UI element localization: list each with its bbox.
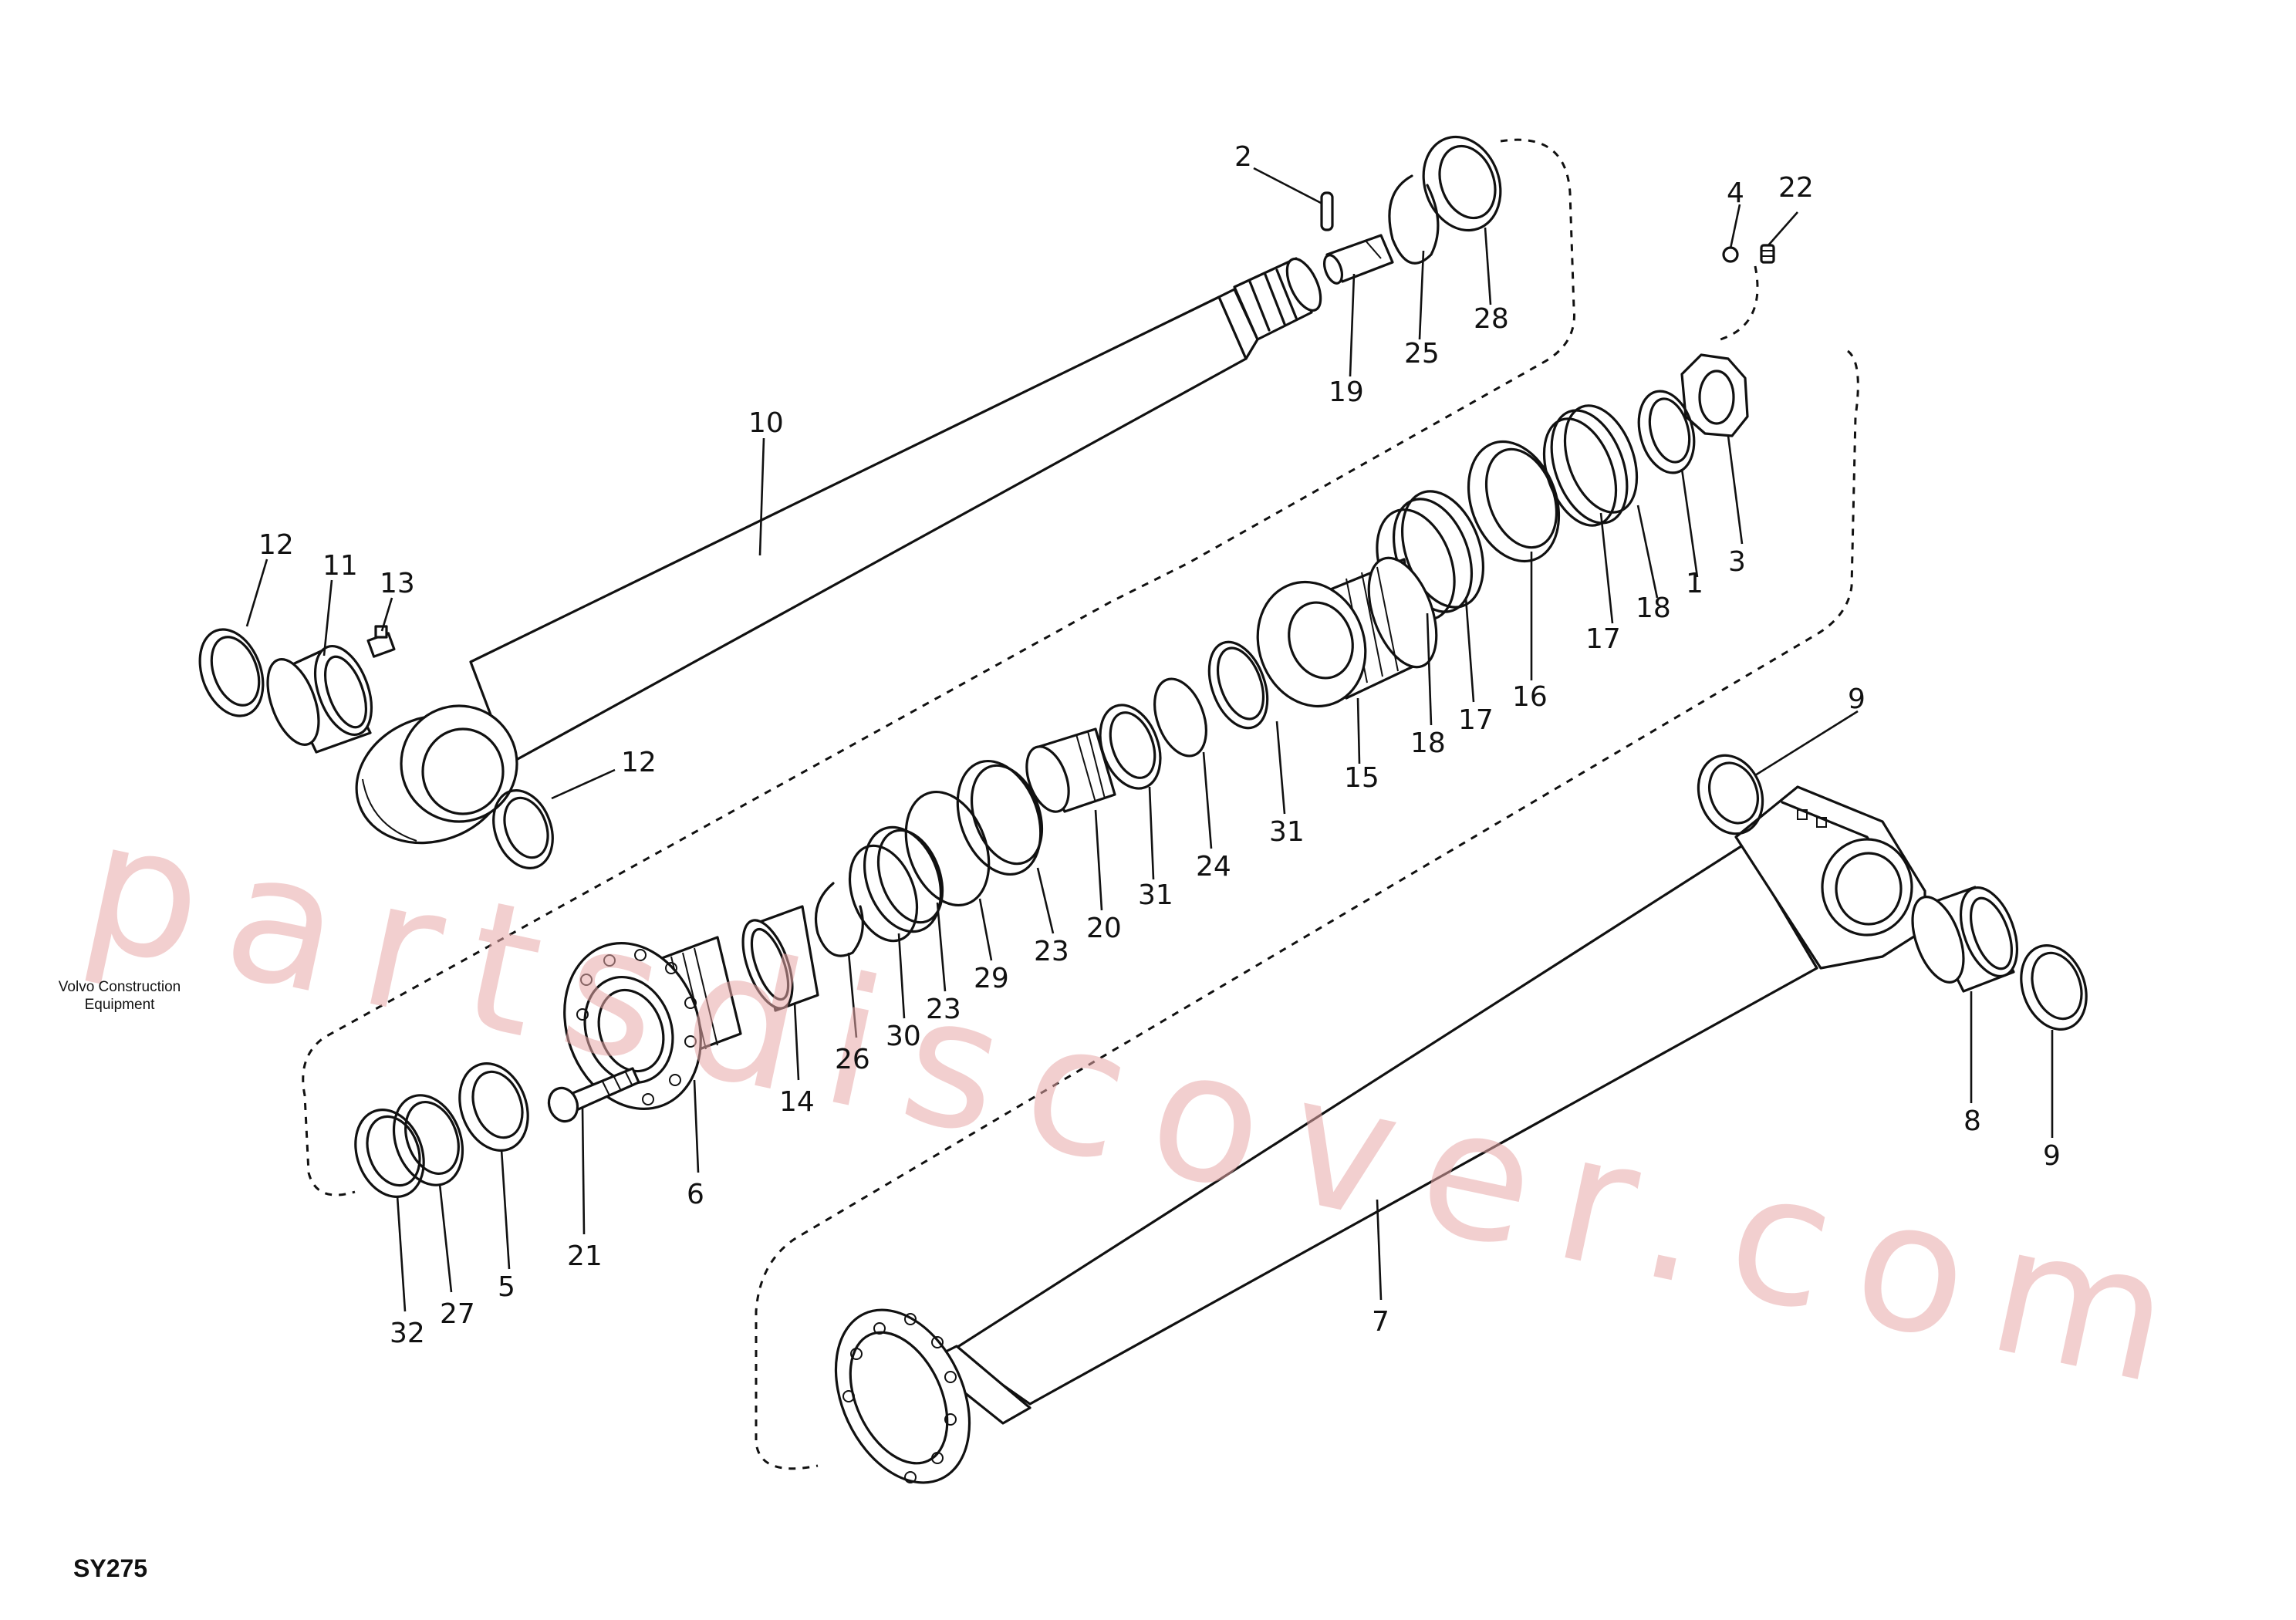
callout-5: 5 xyxy=(498,1271,515,1303)
set-screw xyxy=(1760,244,1775,264)
callout-17-upper: 17 xyxy=(1585,623,1621,655)
grease-nipple xyxy=(366,625,396,658)
callout-20: 20 xyxy=(1086,913,1122,944)
callout-15: 15 xyxy=(1344,762,1379,794)
dust-seal-right xyxy=(492,789,554,869)
assembly-guide-line-4-22 xyxy=(1720,265,1759,341)
callout-10: 10 xyxy=(748,407,784,439)
callout-18-upper: 18 xyxy=(1636,592,1671,624)
assembly-guide-line-upper xyxy=(302,138,1575,1196)
steel-ball xyxy=(1722,246,1739,263)
callout-12-lower: 12 xyxy=(621,747,657,778)
company-line-1: Volvo Construction xyxy=(58,979,181,995)
callout-31-lower: 31 xyxy=(1138,879,1173,911)
callout-2: 2 xyxy=(1234,141,1252,173)
callout-28: 28 xyxy=(1474,303,1509,335)
ring-30 xyxy=(848,844,919,943)
cylinder-tube xyxy=(834,785,1926,1484)
dust-seal-left xyxy=(198,628,265,717)
ring-23-lower xyxy=(863,825,944,933)
piston-nut xyxy=(1680,353,1749,437)
callout-23-lower: 23 xyxy=(926,994,961,1025)
callout-8: 8 xyxy=(1963,1105,1981,1137)
callout-19: 19 xyxy=(1329,376,1364,408)
callout-26: 26 xyxy=(835,1044,870,1075)
piston-seal xyxy=(1467,440,1561,563)
stopper xyxy=(1322,234,1394,285)
callout-23-upper: 23 xyxy=(1034,936,1069,967)
callout-4: 4 xyxy=(1727,177,1744,209)
callout-11: 11 xyxy=(322,550,358,582)
callout-9-upper: 9 xyxy=(1848,683,1866,715)
snap-ring-26 xyxy=(814,882,864,957)
callout-22: 22 xyxy=(1778,172,1814,204)
rod-eye-bushing xyxy=(266,644,373,754)
callout-3: 3 xyxy=(1728,546,1746,578)
callout-29: 29 xyxy=(974,963,1009,994)
callout-14: 14 xyxy=(779,1086,815,1118)
ring-29 xyxy=(904,790,991,907)
assembly-guide-line-lower xyxy=(755,349,1859,1470)
spring-pin xyxy=(1320,191,1334,231)
ring-24 xyxy=(1153,677,1207,758)
piston xyxy=(1256,556,1438,708)
cylinder-head xyxy=(563,936,742,1110)
callout-12-upper: 12 xyxy=(258,529,294,561)
company-line-2: Equipment xyxy=(84,997,155,1013)
callout-18-lower: 18 xyxy=(1410,727,1446,759)
callout-31-upper: 31 xyxy=(1269,816,1305,848)
ring-23-upper xyxy=(956,759,1044,876)
rod-bushing xyxy=(741,905,819,1012)
rod-end-seal xyxy=(1422,135,1502,232)
backup-ring-upper xyxy=(1563,404,1639,514)
socket-bolt xyxy=(547,1067,640,1123)
callout-16: 16 xyxy=(1512,681,1548,713)
callout-6: 6 xyxy=(687,1179,704,1210)
callout-13: 13 xyxy=(380,568,415,599)
wear-ring-upper xyxy=(1542,409,1629,527)
bottom-dust-seal-lower xyxy=(2020,944,2088,1031)
piston-rod xyxy=(355,257,1322,845)
bottom-dust-seal-upper xyxy=(1697,754,1764,835)
company-name: Volvo Construction Equipment xyxy=(42,978,197,1014)
callout-25: 25 xyxy=(1404,338,1440,370)
piston-ring-1 xyxy=(1637,390,1696,474)
diagram-code: SY275 xyxy=(73,1554,148,1582)
callout-32: 32 xyxy=(390,1318,425,1349)
bottom-bushing xyxy=(1911,886,2019,993)
callout-24: 24 xyxy=(1196,851,1231,883)
snap-ring-upper xyxy=(1388,174,1440,265)
ring-31-upper xyxy=(1207,640,1269,730)
callout-30: 30 xyxy=(886,1021,921,1052)
callout-17-lower: 17 xyxy=(1458,704,1494,736)
seal-27 xyxy=(392,1094,464,1186)
callout-7: 7 xyxy=(1372,1306,1389,1338)
leader-lines xyxy=(245,167,2054,1312)
cushion-ring xyxy=(1025,727,1116,813)
callout-27: 27 xyxy=(440,1298,475,1330)
callout-9-lower: 9 xyxy=(2043,1140,2061,1172)
callout-labels: 2 19 25 28 4 22 3 1 18 17 16 17 18 15 31… xyxy=(258,141,2061,1349)
callout-21: 21 xyxy=(567,1240,603,1272)
seal-5 xyxy=(458,1062,529,1152)
callout-1: 1 xyxy=(1686,568,1703,599)
seal-32 xyxy=(354,1109,425,1198)
